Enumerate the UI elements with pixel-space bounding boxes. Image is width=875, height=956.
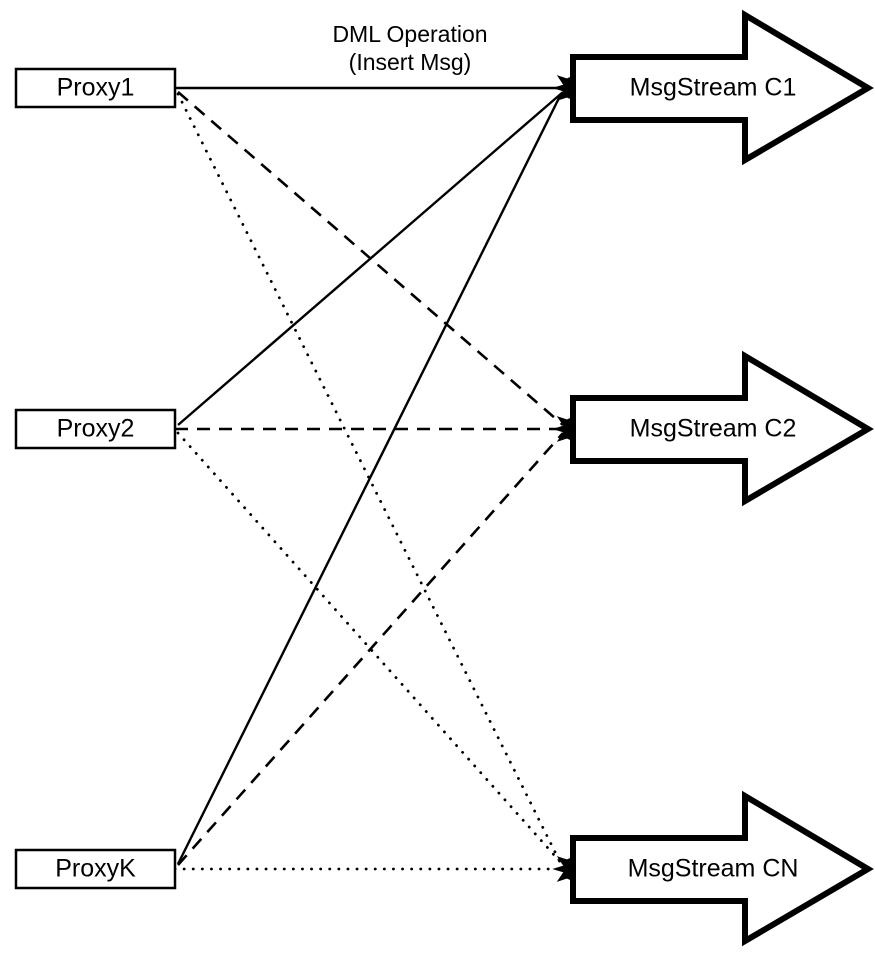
arrowheads-layer	[552, 73, 579, 884]
msgstream-label-stream_cn: MsgStream CN	[628, 855, 799, 883]
msgstream-nodes-layer: MsgStream C1 MsgStream C2 MsgStream CN	[570, 9, 874, 947]
edge-label-line-2: (Insert Msg)	[349, 49, 472, 75]
proxy-node-proxy1[interactable]: Proxy1	[14, 67, 177, 109]
msgstream-node-stream_c2[interactable]: MsgStream C2	[570, 350, 874, 507]
msgstream-label-stream_c2: MsgStream C2	[630, 415, 797, 443]
edges-layer	[173, 86, 568, 871]
msgstream-arrow-shape-stream_c2[interactable]	[570, 350, 874, 507]
edge-proxy2-to-stream_c1	[177, 91, 564, 426]
proxy-node-proxyK[interactable]: ProxyK	[14, 848, 177, 890]
edge-proxyK-to-stream_c1	[176, 93, 563, 865]
edge-proxyK-to-stream_c2	[177, 432, 564, 866]
edge-label-line-1: DML Operation	[332, 21, 487, 47]
msgstream-arrow-shape-stream_cn[interactable]	[570, 790, 874, 947]
proxy-box-proxy1[interactable]	[14, 67, 177, 109]
msgstream-label-stream_c1: MsgStream C1	[630, 74, 797, 102]
msgstream-node-stream_c1[interactable]: MsgStream C1	[570, 9, 874, 166]
msgstream-node-stream_cn[interactable]: MsgStream CN	[570, 790, 874, 947]
edge-proxy2-to-stream_cn	[176, 431, 565, 867]
proxy-box-proxyK[interactable]	[14, 848, 177, 890]
proxy-label-proxy2: Proxy2	[57, 415, 135, 443]
edge-label-dml-operation: DML Operation (Insert Msg)	[332, 21, 487, 75]
proxy-box-proxy2[interactable]	[14, 408, 177, 450]
proxy-node-proxy2[interactable]: Proxy2	[14, 408, 177, 450]
msgstream-arrow-shape-stream_c1[interactable]	[570, 9, 874, 166]
proxy-label-proxy1: Proxy1	[57, 74, 135, 102]
proxy-label-proxyK: ProxyK	[55, 855, 136, 883]
